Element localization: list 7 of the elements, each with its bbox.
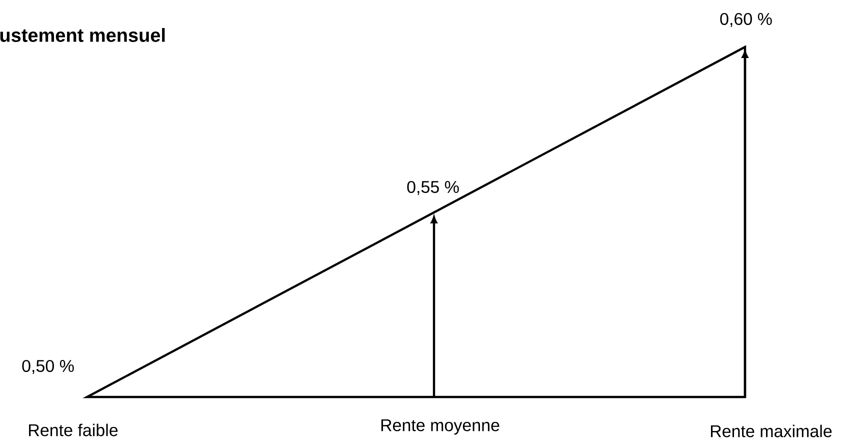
value-label: 0,55 % (407, 180, 459, 196)
axis-label: Rente maximale (710, 424, 832, 438)
axis-label: Rente moyenne (381, 419, 500, 435)
title: ustement mensuel (0, 28, 165, 42)
axis-label: Rente faible (29, 424, 118, 436)
value-label: 0,50 % (22, 360, 74, 374)
value-label: 0,60 % (720, 12, 772, 28)
